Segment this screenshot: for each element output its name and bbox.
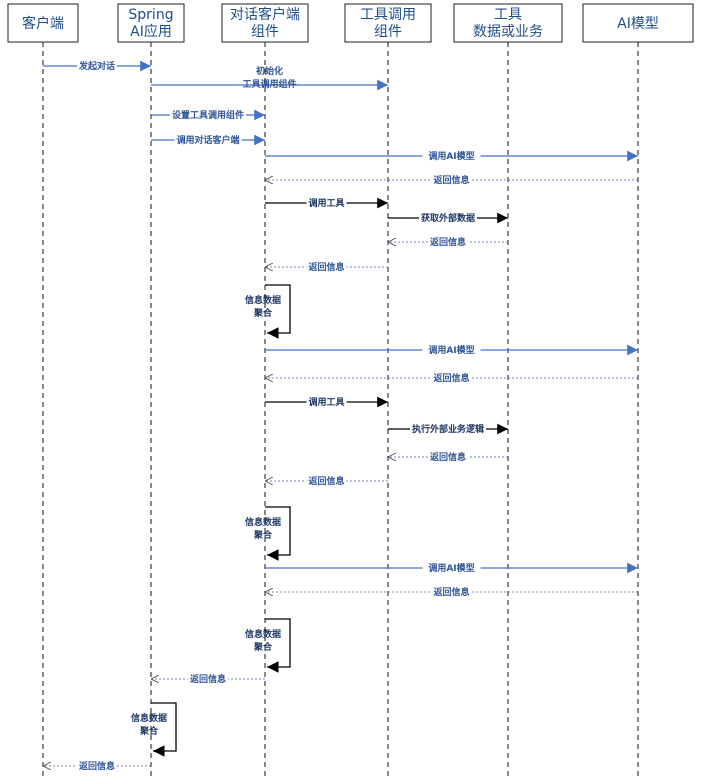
message-label: 调用工具 bbox=[308, 396, 344, 408]
message-16: 返回信息 bbox=[265, 475, 388, 487]
message-label-bg bbox=[306, 396, 347, 407]
message-label: 返回信息 bbox=[433, 372, 469, 384]
message-label: 返回信息 bbox=[308, 475, 344, 487]
participant-box-client bbox=[7, 3, 79, 43]
message-label: 聚合 bbox=[253, 307, 273, 319]
message-label-bg bbox=[431, 372, 472, 383]
message-label: 返回信息 bbox=[430, 451, 466, 463]
message-label-bg bbox=[77, 60, 117, 71]
participant-box-chat bbox=[221, 3, 309, 43]
message-label-bg bbox=[419, 212, 477, 223]
message-label: 返回信息 bbox=[430, 236, 466, 248]
message-label: 返回信息 bbox=[79, 760, 115, 772]
self-message-arrow bbox=[265, 618, 291, 673]
participant-label-ai: AI模型 bbox=[617, 16, 659, 32]
message-label-bg bbox=[77, 760, 117, 771]
participant-box-tool bbox=[344, 3, 432, 43]
message-label-bg bbox=[428, 236, 468, 247]
message-label: 执行外部业务逻辑 bbox=[412, 423, 484, 435]
message-label-bg bbox=[431, 586, 472, 597]
message-label: 信息数据 bbox=[245, 294, 281, 306]
message-label-bg bbox=[174, 134, 242, 145]
message-label: 调用AI模型 bbox=[428, 150, 474, 162]
participant-label-data: 工具 bbox=[494, 7, 522, 23]
message-label-bg bbox=[422, 150, 481, 161]
message-9: 返回信息 bbox=[265, 261, 388, 273]
message-19: 返回信息 bbox=[265, 586, 638, 598]
message-label-bg bbox=[422, 562, 481, 573]
message-6: 调用工具 bbox=[265, 197, 388, 209]
message-label: 设置工具调用组件 bbox=[172, 109, 244, 121]
participant-box-ai bbox=[582, 3, 694, 43]
message-0: 发起对话 bbox=[43, 60, 151, 72]
participant-label-client: 客户端 bbox=[22, 15, 64, 32]
participant-label-tool: 组件 bbox=[374, 24, 402, 40]
message-label-bg bbox=[431, 174, 472, 185]
message-label-bg bbox=[306, 197, 347, 208]
message-label-bg bbox=[410, 423, 486, 434]
message-label: 工具调用组件 bbox=[242, 78, 296, 90]
message-label-bg bbox=[428, 451, 468, 462]
message-label: 返回信息 bbox=[433, 586, 469, 598]
message-5: 返回信息 bbox=[265, 174, 638, 186]
message-label: 信息数据 bbox=[245, 628, 281, 640]
message-label: 调用AI模型 bbox=[428, 344, 474, 356]
message-label: 聚合 bbox=[253, 641, 273, 653]
message-label: 信息数据 bbox=[245, 516, 281, 528]
message-label-bg bbox=[170, 109, 246, 120]
self-message-arrow bbox=[265, 506, 291, 561]
message-11: 调用AI模型 bbox=[265, 344, 638, 356]
self-message-arrow bbox=[151, 702, 177, 757]
message-label: 初始化 bbox=[256, 65, 283, 77]
participant-label-tool: 工具调用 bbox=[360, 7, 416, 23]
message-23: 返回信息 bbox=[43, 760, 151, 772]
message-label: 聚合 bbox=[253, 529, 273, 541]
message-label: 发起对话 bbox=[78, 60, 115, 72]
message-18: 调用AI模型 bbox=[265, 562, 638, 574]
message-label: 调用AI模型 bbox=[428, 562, 474, 574]
participant-box-spring bbox=[117, 3, 185, 43]
message-label-bg bbox=[306, 475, 347, 486]
participant-label-spring: Spring bbox=[128, 7, 173, 23]
message-3: 调用对话客户端 bbox=[151, 134, 265, 146]
participant-box-data bbox=[453, 3, 563, 43]
participant-label-chat: 对话客户端 bbox=[230, 6, 300, 23]
message-label: 获取外部数据 bbox=[421, 212, 475, 224]
participant-label-spring: AI应用 bbox=[130, 23, 172, 40]
message-label: 调用对话客户端 bbox=[176, 134, 239, 146]
message-13: 调用工具 bbox=[265, 396, 388, 408]
message-8: 返回信息 bbox=[388, 236, 508, 248]
message-12: 返回信息 bbox=[265, 372, 638, 384]
message-2: 设置工具调用组件 bbox=[151, 109, 265, 121]
self-message-arrow bbox=[265, 284, 291, 339]
message-label: 返回信息 bbox=[308, 261, 344, 273]
message-7: 获取外部数据 bbox=[388, 212, 508, 224]
participant-label-chat: 组件 bbox=[251, 24, 279, 40]
message-label: 调用工具 bbox=[308, 197, 344, 209]
message-21: 返回信息 bbox=[151, 673, 265, 685]
message-4: 调用AI模型 bbox=[265, 150, 638, 162]
message-label-bg bbox=[306, 261, 347, 272]
participant-label-data: 数据或业务 bbox=[473, 24, 543, 40]
message-15: 返回信息 bbox=[388, 451, 508, 463]
message-label: 信息数据 bbox=[131, 712, 167, 724]
message-label: 聚合 bbox=[139, 725, 159, 737]
message-14: 执行外部业务逻辑 bbox=[388, 423, 508, 435]
message-label: 返回信息 bbox=[433, 174, 469, 186]
message-label-bg bbox=[188, 673, 228, 684]
message-label: 返回信息 bbox=[190, 673, 226, 685]
message-label-bg bbox=[422, 344, 481, 355]
